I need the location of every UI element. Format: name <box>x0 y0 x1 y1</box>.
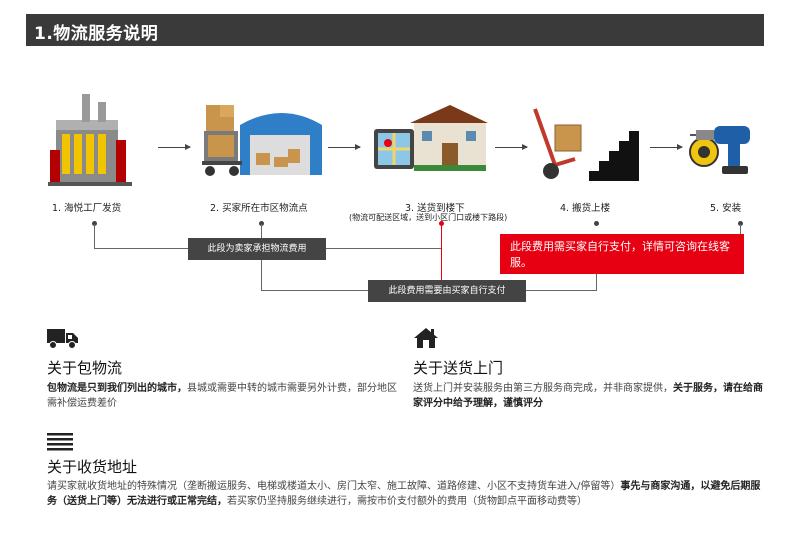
section-text: 包物流是只到我们列出的城市，县城或需要中转的城市需要另外计费，部分地区需补偿运费… <box>47 381 397 411</box>
step-sublabel: (物流可配送区域，送到小区门口或楼下路段) <box>349 213 508 222</box>
body-text: 若买家仍坚持服务继续进行，需按市价支付额外的费用（货物卸点平面移动费等） <box>227 496 587 507</box>
logistics-flow-diagram: 1. 海悦工厂发货 2. 买家所在市区物流点 3. 送货到楼下 (物流可配送区域… <box>0 70 790 302</box>
page-title: 1.物流服务说明 <box>34 24 159 44</box>
emphasis-text: 包物流是只到我们列出的城市， <box>47 383 187 394</box>
connector-dot <box>594 221 599 226</box>
connector-line <box>94 224 95 248</box>
section-title: 关于收货地址 <box>47 458 138 476</box>
connector-dot <box>439 221 444 226</box>
connector-dot <box>259 221 264 226</box>
step-label: 5. 安装 <box>710 203 742 214</box>
step-label: 1. 海悦工厂发货 <box>52 203 122 214</box>
body-text: 请买家就收货地址的特殊情况（垄断搬运服务、电梯或楼道太小、房门太窄、施工故障、道… <box>47 481 621 492</box>
hand-truck-stairs-icon <box>533 108 639 181</box>
truck-icon <box>47 329 78 349</box>
warehouse-icon <box>202 105 322 176</box>
body-text: 送货上门并安装服务由第三方服务商完成，并非商家提供， <box>413 383 673 394</box>
section-header-bar: 1.物流服务说明 <box>26 14 764 46</box>
body-text: 县城或需要中转的城市需要另外计费，部分地区需补偿运费差价 <box>47 383 397 409</box>
step-label: 4. 搬货上楼 <box>560 203 611 214</box>
step-label: 3. 送货到楼下 <box>405 203 465 214</box>
buyer-cost-box: 此段费用需要由买家自行支付 <box>368 280 526 302</box>
house-with-map-icon <box>374 105 488 171</box>
connector-line <box>325 248 441 249</box>
connector-line <box>596 270 597 290</box>
step-label: 2. 买家所在市区物流点 <box>210 203 308 214</box>
flow-arrow <box>328 144 361 150</box>
emphasis-text: 事先与商家沟通，以避免后期服务（送货上门等）无法进行或正常完结， <box>47 481 761 507</box>
connector-line <box>441 224 442 280</box>
factory-icon <box>48 94 132 186</box>
section-text: 请买家就收货地址的特殊情况（垄断搬运服务、电梯或楼道太小、房门太窄、施工故障、道… <box>47 479 769 509</box>
connector-line <box>740 224 741 234</box>
section-title: 关于送货上门 <box>413 359 504 377</box>
connector-line <box>94 248 190 249</box>
connector-dot <box>738 221 743 226</box>
seller-cost-box: 此段为卖家承担物流费用 <box>188 238 326 260</box>
connector-line <box>261 290 369 291</box>
connector-dot <box>92 221 97 226</box>
section-title: 关于包物流 <box>47 359 123 377</box>
list-icon <box>47 433 73 451</box>
home-icon <box>414 328 438 348</box>
flow-arrow <box>495 144 528 150</box>
buyer-extra-cost-box: 此段费用需买家自行支付，详情可咨询在线客服。 <box>500 234 744 274</box>
section-text: 送货上门并安装服务由第三方服务商完成，并非商家提供，关于服务，请在给商家评分中给… <box>413 381 763 411</box>
flow-arrow <box>650 144 683 150</box>
emphasis-text: 关于服务，请在给商家评分中给予理解，谨慎评分 <box>413 383 763 409</box>
flow-arrow <box>158 144 191 150</box>
connector-line <box>525 290 597 291</box>
drill-icon <box>689 126 750 174</box>
